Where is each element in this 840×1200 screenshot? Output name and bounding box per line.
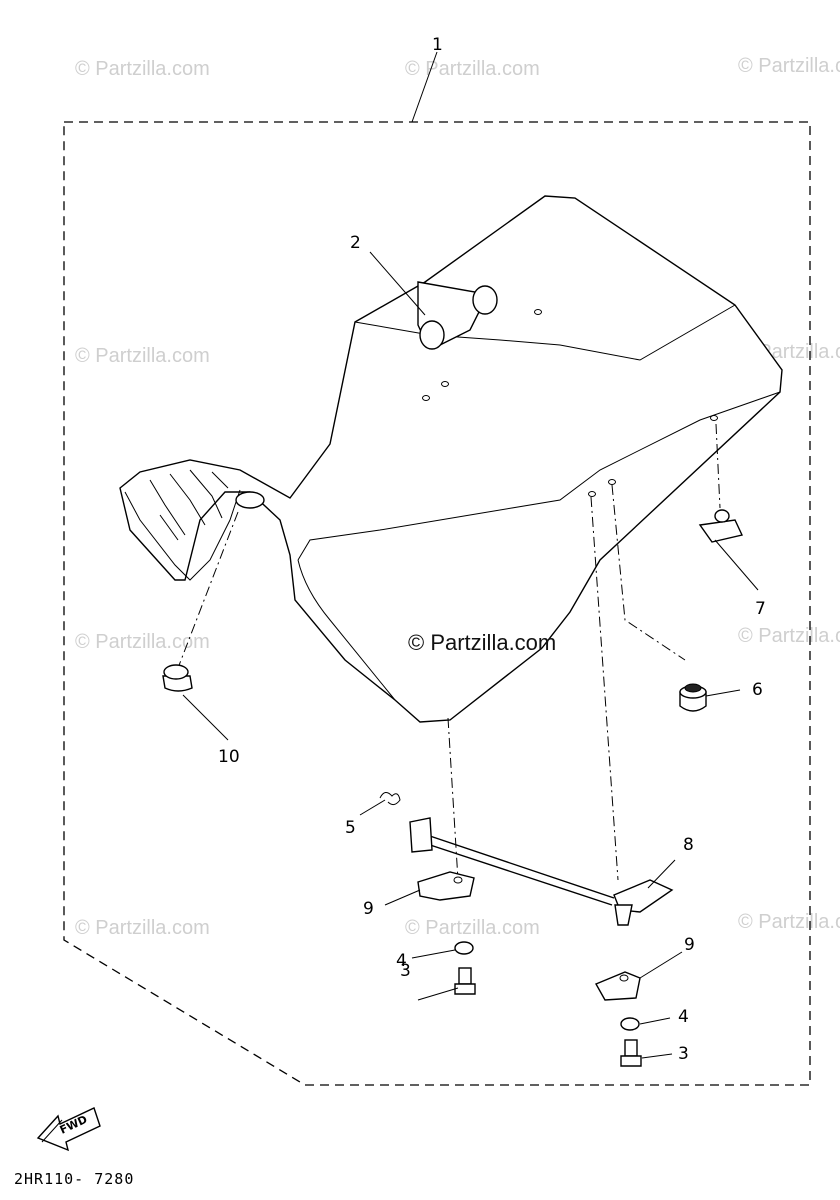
- watermark: © Partzilla.com: [75, 345, 210, 367]
- center-watermark: © Partzilla.com: [408, 630, 556, 655]
- leader-lines: [182, 51, 759, 1059]
- assembly-line: [590, 496, 619, 881]
- callout-4: 4: [678, 1007, 689, 1027]
- assembly-boundary: [63, 121, 811, 1086]
- callout-5: 5: [345, 818, 356, 838]
- callout-10: 10: [218, 747, 240, 767]
- watermark: © Partzilla.com: [405, 58, 540, 80]
- watermark-layer: © Partzilla.com © Partzilla.com © Partzi…: [75, 55, 840, 939]
- assembly-line: [611, 484, 686, 661]
- assembly-line: [177, 511, 239, 669]
- watermark: © Partzilla.com: [75, 631, 210, 653]
- part-7-clip: [698, 509, 743, 543]
- callout-labels: 1 2 3 3 4 4 5 6 7 8 9 9 10: [218, 35, 766, 1064]
- callout-8: 8: [683, 835, 694, 855]
- part-2-seat-bar: [417, 281, 498, 350]
- watermark: © Partzilla.com: [405, 917, 540, 939]
- assembly-line: [447, 717, 459, 881]
- part-10-damper: [162, 664, 193, 692]
- part-5-spring: [379, 792, 401, 806]
- watermark: © Partzilla.com: [75, 917, 210, 939]
- assembly-line: [715, 423, 721, 509]
- seat-body: [119, 195, 783, 723]
- callout-4: 4: [396, 951, 407, 971]
- callout-3: 3: [678, 1044, 689, 1064]
- callout-2: 2: [350, 233, 361, 253]
- watermark: © Partzilla.com: [738, 911, 840, 933]
- part-4-washer: [454, 941, 474, 955]
- diagram-code: 2HR110- 7280: [14, 1170, 134, 1188]
- watermark: © Partzilla.com: [738, 55, 840, 77]
- part-3-bolt: [454, 967, 476, 995]
- part-9-bracket: [417, 871, 475, 901]
- callout-7: 7: [755, 599, 766, 619]
- callout-9: 9: [363, 899, 374, 919]
- callout-9: 9: [684, 935, 695, 955]
- part-9-bracket: [595, 971, 641, 1001]
- callout-6: 6: [752, 680, 763, 700]
- part-3-bolt: [620, 1039, 642, 1067]
- callout-1: 1: [432, 35, 443, 55]
- part-6-damper: [679, 683, 707, 712]
- watermark: © Partzilla.com: [738, 625, 840, 647]
- callout-3: 3: [400, 961, 411, 981]
- part-8-lock-rod: [409, 817, 674, 926]
- watermark: © Partzilla.com: [75, 58, 210, 80]
- part-4-washer: [620, 1017, 640, 1031]
- fwd-arrow-icon: FWD: [36, 1107, 101, 1152]
